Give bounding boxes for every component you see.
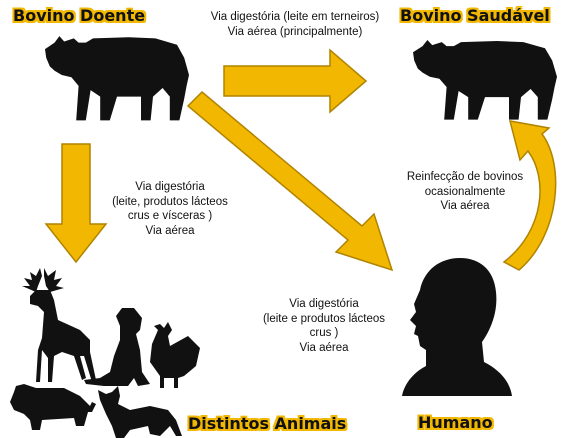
pig-icon (10, 384, 96, 430)
caption-human-to-bovine: Reinfecção de bovinos ocasionalmente Via… (400, 170, 530, 214)
healthy-cow-icon (413, 40, 557, 120)
caption-line: ocasionalmente (424, 185, 506, 198)
caption-line: Via aérea (299, 341, 349, 354)
caption-line: crus e vísceras ) (127, 210, 213, 222)
title-animals: Distintos Animais (188, 414, 347, 433)
caption-line: Via digestória (leite em terneiros) (210, 11, 380, 23)
caption-line: (leite, produtos lácteos (112, 195, 228, 208)
sick-cow-icon (45, 36, 189, 121)
title-sick-bovine: Bovino Doente (13, 6, 146, 25)
dog-icon (84, 308, 150, 386)
arrow-bovine-to-healthy (223, 48, 368, 114)
arrow-bovine-to-human (186, 90, 394, 272)
cat-icon (98, 386, 182, 438)
human-head-icon (402, 258, 512, 396)
caption-bovine-to-human: Via digestória (leite e produtos lácteos… (250, 297, 398, 355)
caption-line: Via aérea (principalmente) (227, 25, 363, 38)
title-human: Humano (418, 413, 493, 432)
caption-line: Via digestória (135, 181, 205, 193)
caption-line: Via digestória (289, 298, 359, 310)
title-healthy-bovine: Bovino Saudável (400, 6, 550, 25)
deer-icon (22, 268, 96, 382)
caption-line: Reinfecção de bovinos (406, 171, 524, 183)
arrow-human-to-healthy (502, 120, 557, 271)
caption-line: crus ) (309, 327, 339, 339)
caption-bovine-to-bovine: Via digestória (leite em terneiros) Via … (192, 10, 398, 39)
caption-line: (leite e produtos lácteos (262, 312, 386, 325)
caption-line: Via aérea (145, 224, 195, 237)
caption-line: Via aérea (440, 200, 490, 212)
arrow-bovine-to-animals (44, 143, 108, 264)
chicken-icon (150, 322, 200, 388)
caption-bovine-to-animals: Via digestória (leite, produtos lácteos … (96, 180, 244, 238)
